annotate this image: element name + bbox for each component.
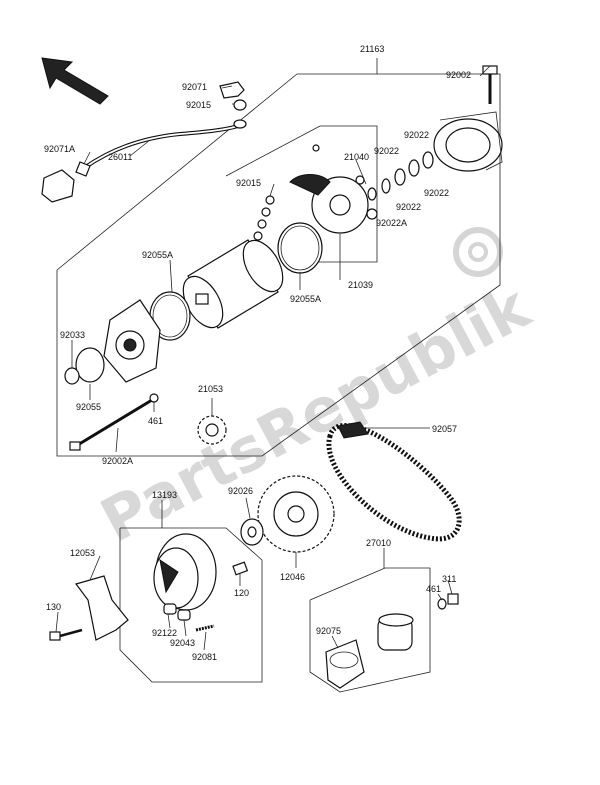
label-92026: 92026 bbox=[228, 486, 253, 496]
o-ring-92055 bbox=[75, 347, 105, 383]
label-92071A: 92071A bbox=[44, 144, 75, 154]
label-92033: 92033 bbox=[60, 330, 85, 340]
frame-inner bbox=[225, 125, 378, 263]
oil-seal-part bbox=[64, 367, 80, 385]
leader-lines bbox=[55, 65, 491, 651]
nut-311 bbox=[447, 593, 459, 605]
label-12046: 12046 bbox=[280, 572, 305, 582]
brush-holder-part bbox=[289, 174, 378, 234]
label-461-lower: 461 bbox=[426, 584, 441, 594]
label-92122: 92122 bbox=[152, 628, 177, 638]
label-120: 120 bbox=[234, 588, 249, 598]
label-13193: 13193 bbox=[152, 490, 177, 500]
starter-motor-yoke bbox=[182, 239, 284, 329]
bolt-130 bbox=[49, 628, 83, 641]
label-21163: 21163 bbox=[360, 44, 384, 54]
label-92075: 92075 bbox=[316, 626, 341, 636]
label-92015-mid: 92015 bbox=[236, 178, 261, 188]
label-92022-3: 92022 bbox=[424, 188, 449, 198]
label-92055A-right: 92055A bbox=[290, 294, 321, 304]
bolt-part bbox=[482, 65, 498, 104]
label-130: 130 bbox=[46, 602, 61, 612]
label-12053: 12053 bbox=[70, 548, 95, 558]
front-cover-part bbox=[103, 299, 161, 383]
direction-arrow-icon bbox=[41, 57, 109, 105]
frame-upper bbox=[56, 73, 501, 457]
relay-cover-part bbox=[325, 639, 365, 689]
starter-clutch-part bbox=[153, 533, 217, 632]
washer-461 bbox=[437, 598, 447, 610]
label-92055: 92055 bbox=[76, 402, 101, 412]
label-92081: 92081 bbox=[192, 652, 217, 662]
label-461-upper: 461 bbox=[148, 416, 163, 426]
bracket-part bbox=[74, 575, 129, 641]
label-26011: 26011 bbox=[108, 152, 132, 162]
starter-relay-part bbox=[377, 613, 414, 651]
label-311: 311 bbox=[442, 574, 456, 584]
label-92002A: 92002A bbox=[102, 456, 133, 466]
hose-part bbox=[75, 119, 247, 177]
part-labels: 21163 92002 92071 92015 92071A 26011 920… bbox=[44, 44, 471, 662]
label-92022-2: 92022 bbox=[374, 146, 399, 156]
rear-cover-part bbox=[433, 111, 503, 172]
label-92043: 92043 bbox=[170, 638, 195, 648]
small-sprocket-part bbox=[197, 415, 227, 445]
rubber-cap-part bbox=[41, 169, 75, 203]
gear-watermark-icon bbox=[453, 227, 503, 277]
label-21039: 21039 bbox=[348, 280, 373, 290]
label-21053: 21053 bbox=[198, 384, 223, 394]
label-92015-top: 92015 bbox=[186, 100, 211, 110]
label-92022-1: 92022 bbox=[404, 130, 429, 140]
label-92022-4: 92022 bbox=[396, 202, 421, 212]
bolt-120 bbox=[232, 561, 249, 576]
label-92055A-left: 92055A bbox=[142, 250, 173, 260]
chain-part bbox=[326, 421, 462, 542]
frame-relay bbox=[309, 567, 431, 693]
large-sprocket-part bbox=[257, 475, 335, 553]
o-ring-right bbox=[277, 222, 323, 274]
washer-stack bbox=[367, 151, 434, 201]
label-92022A: 92022A bbox=[376, 218, 407, 228]
label-92057: 92057 bbox=[432, 424, 457, 434]
elbow-part bbox=[219, 81, 247, 111]
label-92002: 92002 bbox=[446, 70, 471, 80]
label-21040: 21040 bbox=[344, 152, 369, 162]
label-27010: 27010 bbox=[366, 538, 391, 548]
label-92071: 92071 bbox=[182, 82, 207, 92]
frame-clutch bbox=[119, 527, 263, 683]
